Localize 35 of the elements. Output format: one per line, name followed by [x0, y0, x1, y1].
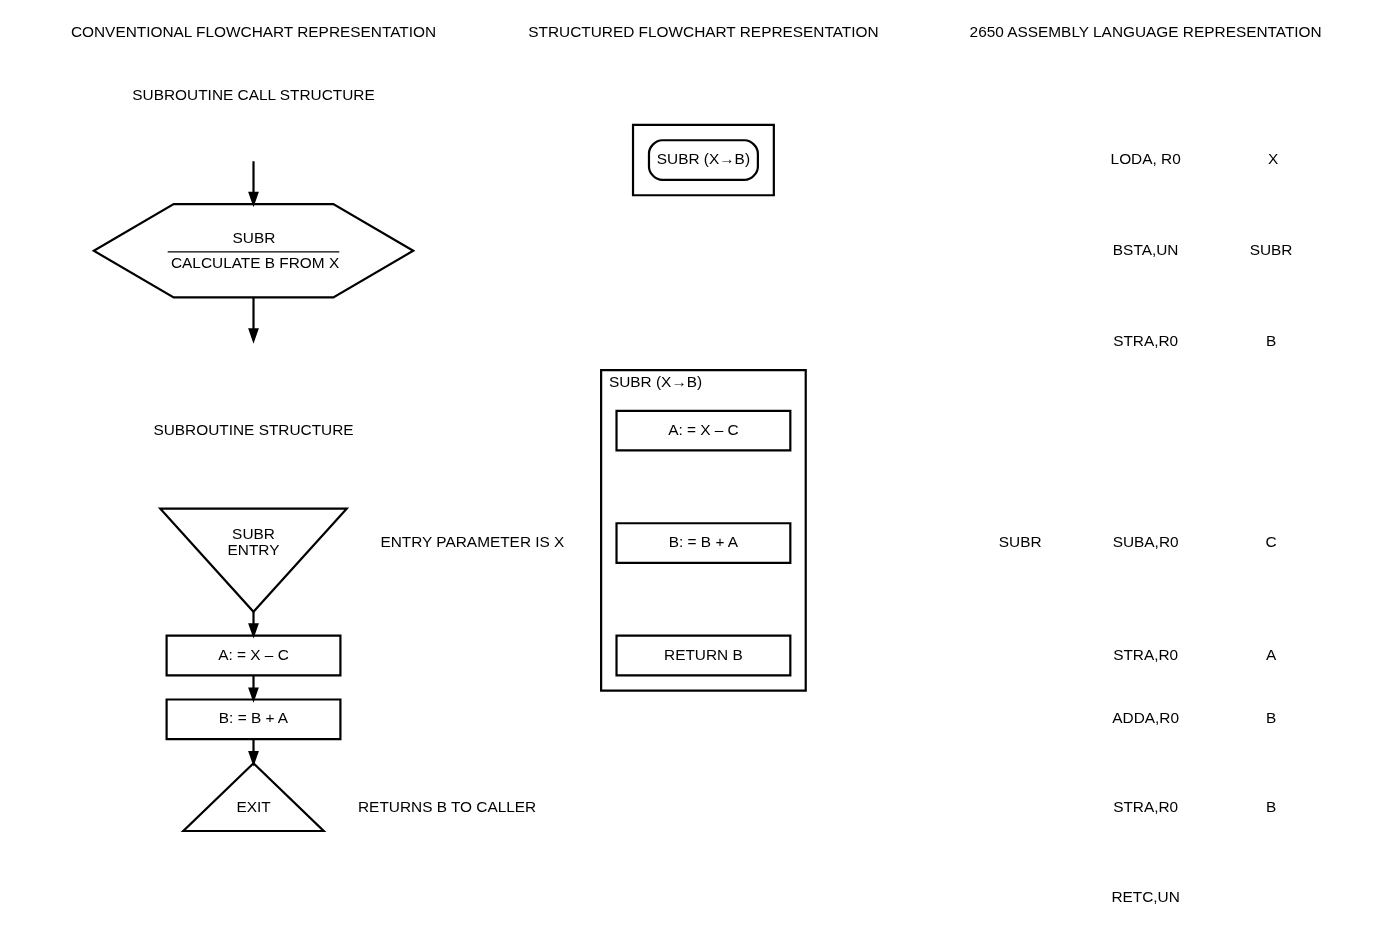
label: SUBR [1249, 240, 1293, 258]
label: SUBA,R0 [1112, 533, 1179, 551]
node-box: A: = X – C [615, 409, 792, 452]
arrow [248, 161, 259, 208]
label: RETC,UN [1111, 887, 1180, 905]
label: BSTA,UN [1112, 240, 1179, 258]
label: CONVENTIONAL FLOWCHART REPRESENTATION [70, 22, 437, 40]
arrow [248, 739, 259, 767]
label: B [1265, 709, 1277, 727]
node-label: ENTRY PARAMETER IS X [380, 533, 565, 551]
label: STRA,R0 [1113, 798, 1179, 816]
label: STRUCTURED FLOWCHART REPRESENTATION [528, 22, 879, 40]
label: SUBROUTINE CALL STRUCTURE [132, 86, 375, 104]
label: B [1265, 331, 1277, 349]
node-box: B: = B + A [615, 522, 792, 564]
node-box: B: = B + A [165, 698, 342, 741]
arrow [248, 675, 259, 703]
label: X [1268, 150, 1279, 168]
node-box: RETURN B [615, 634, 792, 677]
label: A [1265, 645, 1277, 663]
node-label: RETURNS B TO CALLER [358, 798, 537, 816]
arrow [248, 297, 259, 344]
label: ADDA,R0 [1112, 709, 1179, 727]
label: LODA, R0 [1110, 150, 1181, 168]
node-box: SUBR (X→B) [647, 139, 759, 181]
label: SUBR [998, 533, 1042, 551]
cluster [631, 123, 775, 197]
label: SUBROUTINE STRUCTURE [153, 420, 354, 438]
label: B [1265, 798, 1277, 816]
node-box: A: = X – C [165, 634, 342, 677]
label: STRA,R0 [1113, 331, 1179, 349]
label: 2650 ASSEMBLY LANGUAGE REPRESENTATION [969, 22, 1322, 40]
label: C [1265, 533, 1277, 551]
label: STRA,R0 [1113, 645, 1179, 663]
arrow [248, 611, 259, 639]
